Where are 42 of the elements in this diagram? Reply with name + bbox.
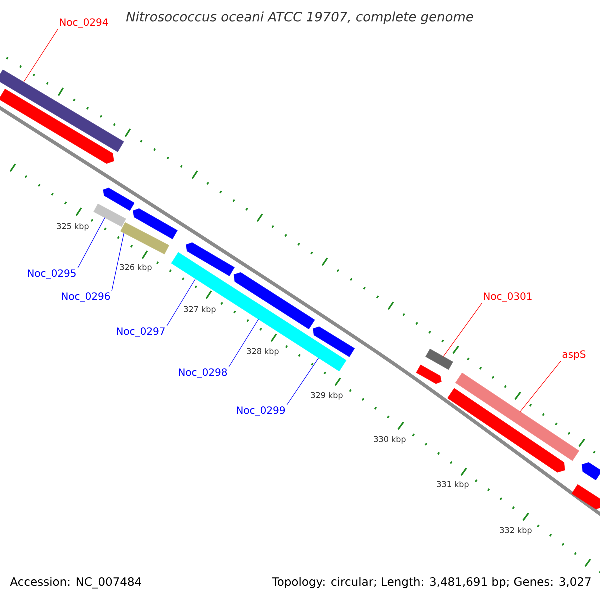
gene-label: Noc_0299 [237, 406, 286, 416]
gene-bar [456, 372, 580, 462]
gene-label: Noc_0297 [117, 328, 165, 338]
accession-label: Accession: NC_007484 [10, 577, 142, 589]
leader-line [443, 303, 482, 357]
gene-label: Noc_0295 [28, 270, 76, 280]
genome-info: Topology: circular; Length: 3,481,691 bp; Genes: 3,027 [272, 577, 591, 588]
tick-label: 331 kbp [437, 481, 469, 489]
gene-feature [416, 364, 442, 384]
gene-feature [582, 462, 600, 480]
gene-feature [0, 89, 114, 164]
title: Nitrosococcus oceani ATCC 19707, complete genome [126, 12, 474, 24]
tick-label: 325 kbp [57, 223, 89, 231]
gene-feature [234, 272, 316, 330]
gene-bar [94, 204, 126, 228]
leader-line [520, 360, 562, 412]
gene-feature [103, 188, 135, 212]
gene-feature [133, 208, 178, 240]
gene-label: Noc_0294 [60, 18, 108, 28]
gene-feature [448, 388, 566, 473]
gene-label: Noc_0301 [484, 292, 532, 302]
gene-feature [313, 326, 355, 358]
tick-label: 327 kbp [184, 306, 216, 314]
leader-line [24, 29, 58, 83]
gene-feature [572, 484, 600, 510]
leader-line [228, 319, 259, 368]
gene-label: Noc_0298 [179, 368, 228, 378]
tick-label: 330 kbp [374, 436, 406, 444]
gene-bar [120, 222, 170, 255]
gene-feature [186, 242, 235, 276]
tick-label: 326 kbp [120, 264, 152, 272]
tick-label: 328 kbp [247, 348, 279, 356]
tick-label: 329 kbp [311, 392, 343, 400]
gene-label: Noc_0296 [62, 292, 110, 302]
gene-bar [426, 348, 454, 370]
gene-bar [0, 70, 124, 152]
leader-line [112, 232, 124, 292]
tick-label: 332 kbp [500, 527, 532, 535]
gene-label: aspS [562, 350, 586, 360]
leader-line [166, 278, 196, 327]
leader-line [78, 218, 106, 269]
leader-line [286, 358, 320, 406]
